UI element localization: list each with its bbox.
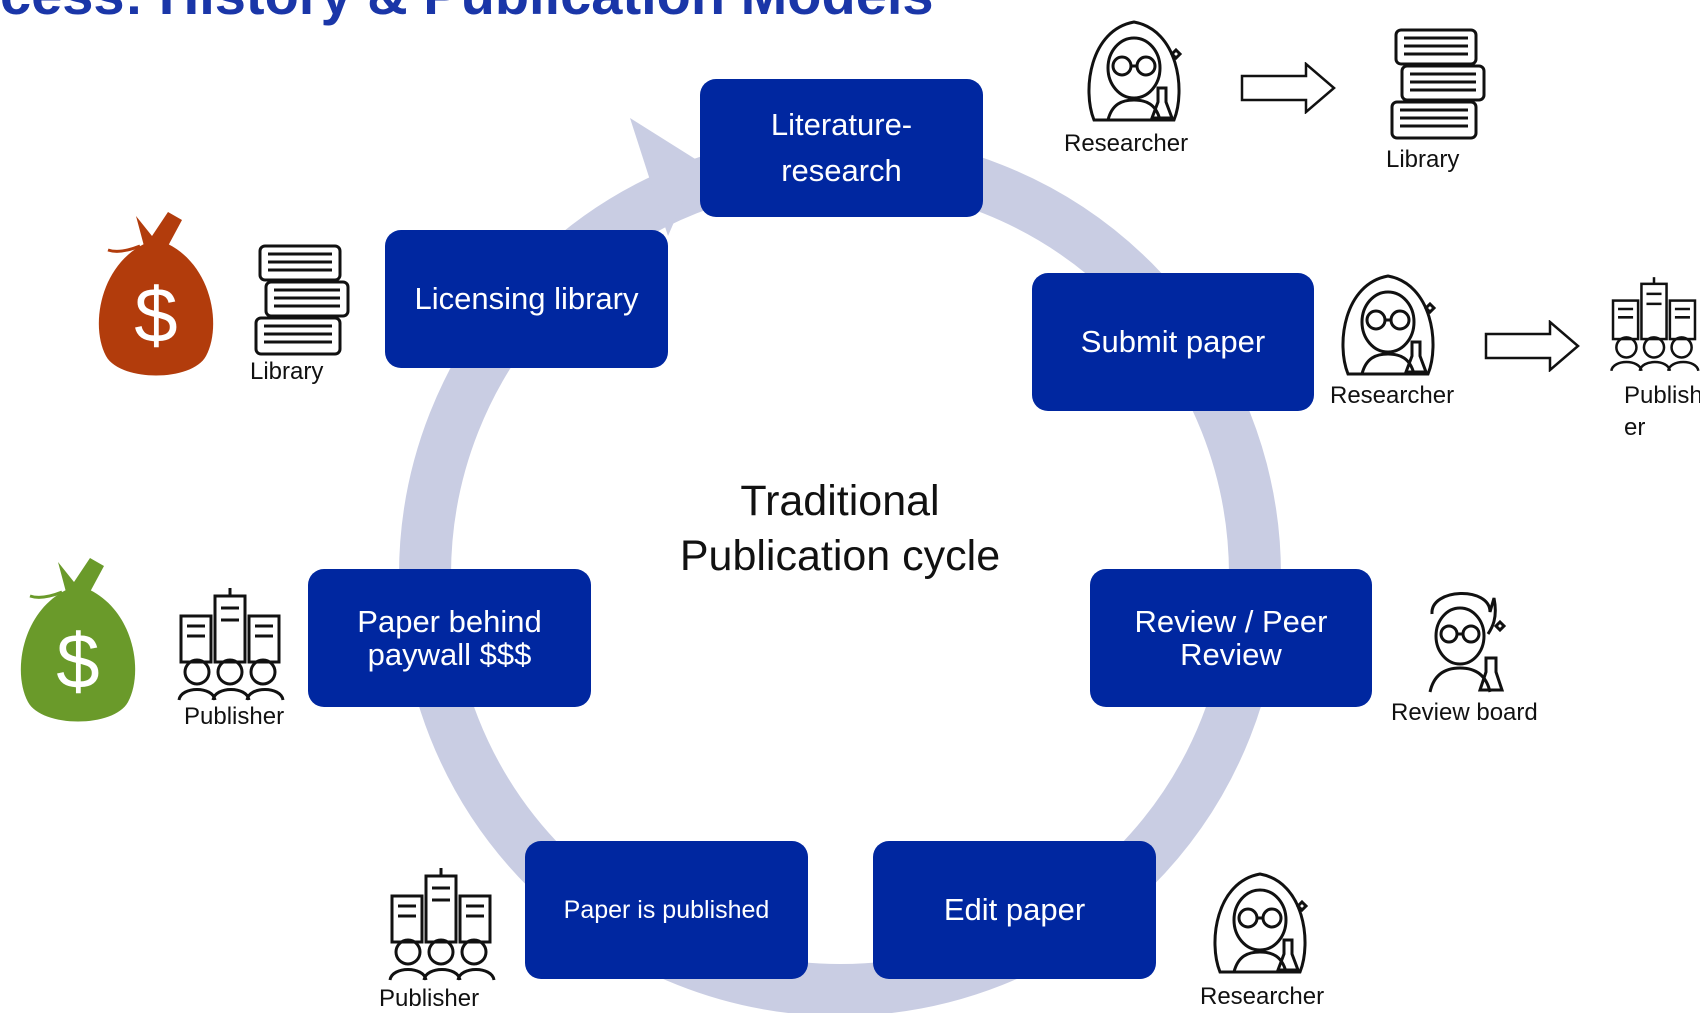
arrow-right-icon [1240, 62, 1336, 114]
researcher-icon [1326, 264, 1450, 384]
cycle-arrowhead [630, 118, 700, 236]
money-bag-orange-icon: $ [90, 206, 222, 384]
library-left-label: Library [250, 358, 324, 385]
researcher-bottom-label: Researcher [1200, 983, 1325, 1010]
step-licensing-library: Licensing library [385, 230, 668, 368]
researcher-top-label: Researcher [1064, 130, 1189, 157]
publisher-left-label: Publisher [184, 703, 285, 730]
publisher-icon [1608, 266, 1700, 382]
books-icon [1388, 26, 1490, 142]
arrow-right-icon [1484, 320, 1580, 372]
money-symbol: $ [134, 271, 177, 359]
money-symbol: $ [56, 617, 99, 705]
review-board-label: Review board [1391, 699, 1538, 726]
review-board-icon [1410, 578, 1510, 694]
library-top-label: Library [1386, 146, 1460, 173]
researcher-submit-label: Researcher [1330, 382, 1455, 409]
books-icon [252, 242, 354, 358]
step-submit-paper: Submit paper [1032, 273, 1314, 411]
researcher-icon [1198, 862, 1322, 982]
publisher-bottom-label: Publisher [379, 985, 480, 1012]
step-paper-published: Paper is published [525, 841, 808, 979]
step-edit-paper: Edit paper [873, 841, 1156, 979]
money-bag-green-icon: $ [12, 552, 144, 730]
publisher-right-label-1: Publish [1624, 382, 1700, 409]
publisher-right-label-2: er [1624, 414, 1646, 441]
step-literature-research: Literature-research [700, 79, 983, 217]
page-title: cess: History & Publication Models [0, 0, 934, 27]
researcher-icon [1072, 10, 1196, 130]
publisher-icon [385, 866, 497, 982]
publisher-icon [172, 586, 288, 702]
